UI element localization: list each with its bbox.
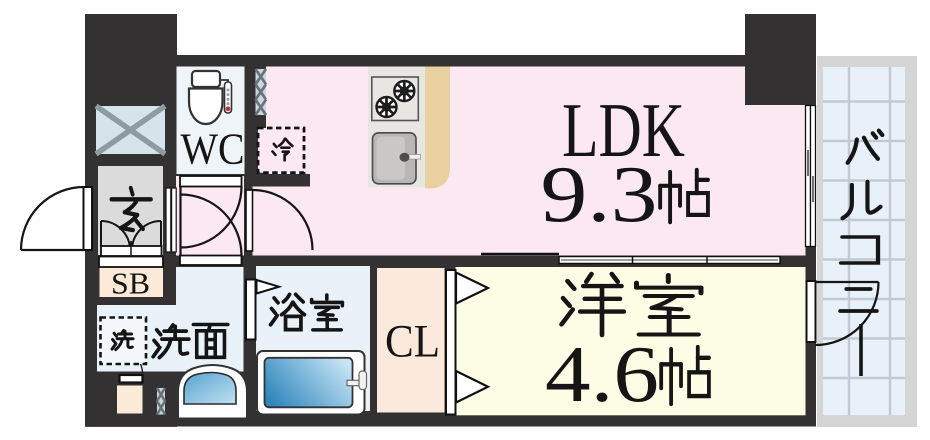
svg-text:SB: SB [111, 266, 150, 301]
svg-text:CL: CL [385, 316, 440, 368]
svg-text:4.6: 4.6 [545, 331, 659, 419]
svg-text:LDK: LDK [562, 87, 685, 173]
svg-text:9.3: 9.3 [541, 151, 658, 239]
svg-text:WC: WC [181, 125, 245, 174]
